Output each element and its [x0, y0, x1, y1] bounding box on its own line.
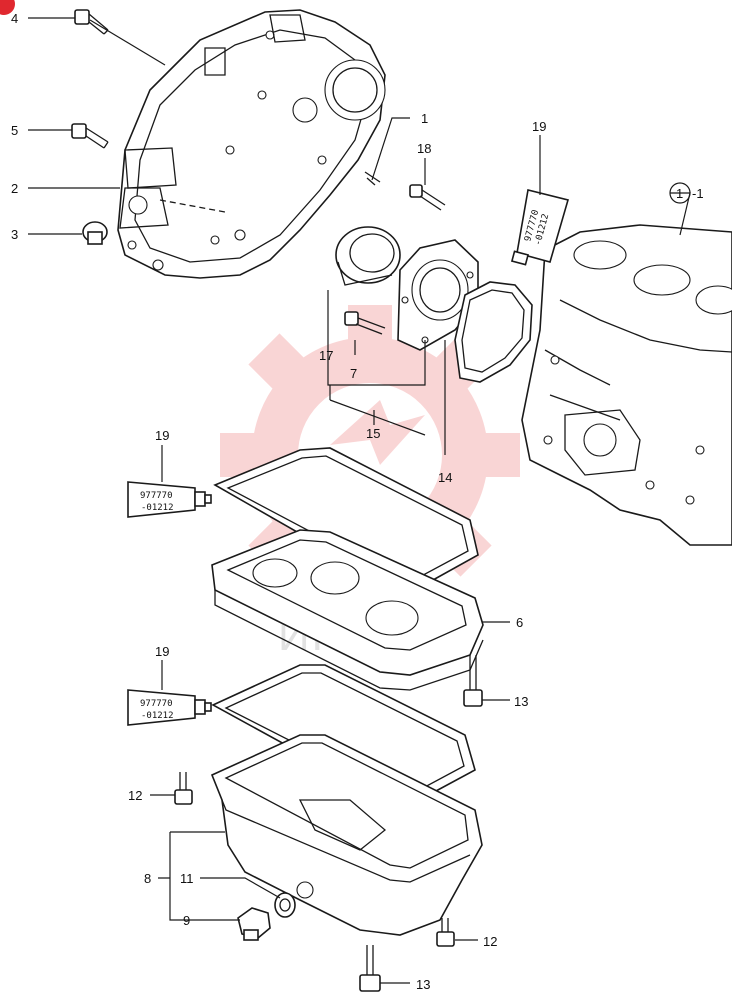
callout-9: 9: [183, 913, 190, 928]
sealant-tube-middle: 977770 -01212: [127, 481, 212, 518]
bolt-12-right: [436, 918, 455, 947]
oil-pan-adapter-6: [211, 529, 484, 691]
svg-text:-01212: -01212: [141, 711, 174, 721]
drain-plug-9: [237, 907, 271, 941]
callout-19-top: 19: [532, 119, 546, 134]
oil-seal-17: [335, 226, 401, 286]
flywheel-housing: [117, 9, 386, 279]
reference-circle: [669, 182, 691, 204]
bolt-4: [74, 9, 109, 35]
callout-13-upper: 13: [514, 694, 528, 709]
callout-6: 6: [516, 615, 523, 630]
bolt-7: [344, 311, 386, 335]
sealant-tube-top: 977770 -01212: [510, 189, 569, 266]
svg-text:1: 1: [676, 186, 683, 201]
sealant-tube-bottom: 977770 -01212: [127, 689, 212, 726]
callout-19-bottom: 19: [155, 644, 169, 659]
plug-3: [82, 221, 108, 245]
callout-12-left: 12: [128, 788, 142, 803]
callout-18: 18: [417, 141, 431, 156]
callout-labels: 4 5 2 3 1 18 19 1 -1 17 7 15 14 19 19 6 …: [11, 11, 704, 992]
callout-3: 3: [11, 227, 18, 242]
gasket-14: [454, 281, 533, 383]
oil-pan-8: [210, 734, 483, 936]
callout-15: 15: [366, 426, 380, 441]
corner-mark: [0, 0, 15, 15]
callout-8: 8: [144, 871, 151, 886]
callout-1: 1: [421, 111, 428, 126]
svg-text:977770: 977770: [140, 491, 173, 501]
svg-text:-01212: -01212: [141, 503, 174, 513]
callout-7: 7: [350, 366, 357, 381]
callout-12-right: 12: [483, 934, 497, 949]
callout-5: 5: [11, 123, 18, 138]
reference-suffix: -1: [692, 186, 704, 201]
callout-19-middle: 19: [155, 428, 169, 443]
bolt-18: [409, 184, 446, 211]
washer-11: [274, 892, 296, 918]
callout-14: 14: [438, 470, 452, 485]
callout-17: 17: [319, 348, 333, 363]
callout-13-lower: 13: [416, 977, 430, 992]
bolt-13-lower: [359, 945, 381, 992]
leader-lines: [28, 17, 691, 984]
svg-text:977770: 977770: [140, 699, 173, 709]
watermark-logo: [220, 305, 520, 605]
bolt-13-upper: [463, 655, 483, 707]
bolt-12-left: [174, 772, 193, 805]
callout-11: 11: [180, 871, 194, 886]
oil-seal-case-15: [397, 239, 479, 351]
cylinder-block: [521, 224, 732, 546]
callout-4: 4: [11, 11, 18, 26]
callout-2: 2: [11, 181, 18, 196]
bolt-5: [71, 123, 109, 149]
